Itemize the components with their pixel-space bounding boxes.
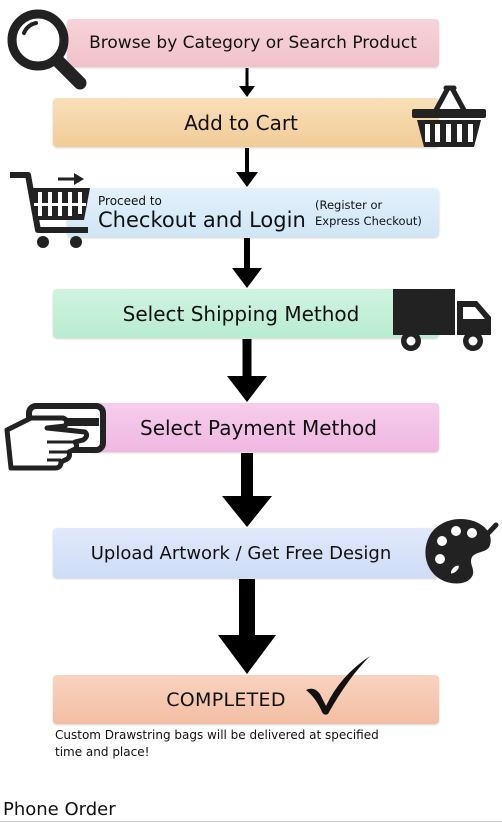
delivery-note: Custom Drawstring bags will be delivered… — [55, 728, 379, 759]
step-pre-label: Proceed to — [98, 194, 162, 208]
arrow-1 — [239, 68, 255, 97]
step-add-to-cart: Add to Cart — [53, 98, 439, 147]
arrow-3 — [232, 238, 262, 288]
checkmark-icon — [306, 656, 370, 715]
magnifier-icon — [7, 9, 87, 90]
palette-icon — [425, 519, 499, 584]
step-checkout: Proceed to Checkout and Login (Register … — [67, 188, 439, 237]
step-label: Browse by Category or Search Product — [89, 33, 417, 53]
arrow-6 — [218, 579, 276, 674]
step-label: Checkout and Login — [98, 208, 306, 232]
step-label: Select Shipping Method — [122, 301, 360, 326]
step-browse: Browse by Category or Search Product — [67, 19, 439, 67]
arrow-5 — [222, 453, 272, 527]
arrow-4 — [227, 339, 267, 402]
shopping-cart-icon — [10, 172, 90, 248]
step-label: Select Payment Method — [140, 415, 377, 440]
truck-icon — [393, 289, 491, 351]
credit-card-icon — [4, 403, 106, 471]
step-label: Upload Artwork / Get Free Design — [90, 542, 392, 564]
footer-divider — [0, 821, 502, 822]
step-label: Add to Cart — [184, 110, 298, 135]
basket-icon — [412, 85, 486, 147]
arrow-2 — [236, 148, 258, 187]
phone-order-label: Phone Order — [3, 799, 116, 820]
step-completed: COMPLETED — [53, 675, 439, 724]
step-shipping: Select Shipping Method — [53, 289, 439, 338]
step-payment: Select Payment Method — [88, 403, 439, 452]
step-upload-artwork: Upload Artwork / Get Free Design — [53, 528, 439, 578]
step-side-note: (Register or Express Checkout) — [315, 198, 422, 228]
step-label: COMPLETED — [166, 688, 286, 711]
